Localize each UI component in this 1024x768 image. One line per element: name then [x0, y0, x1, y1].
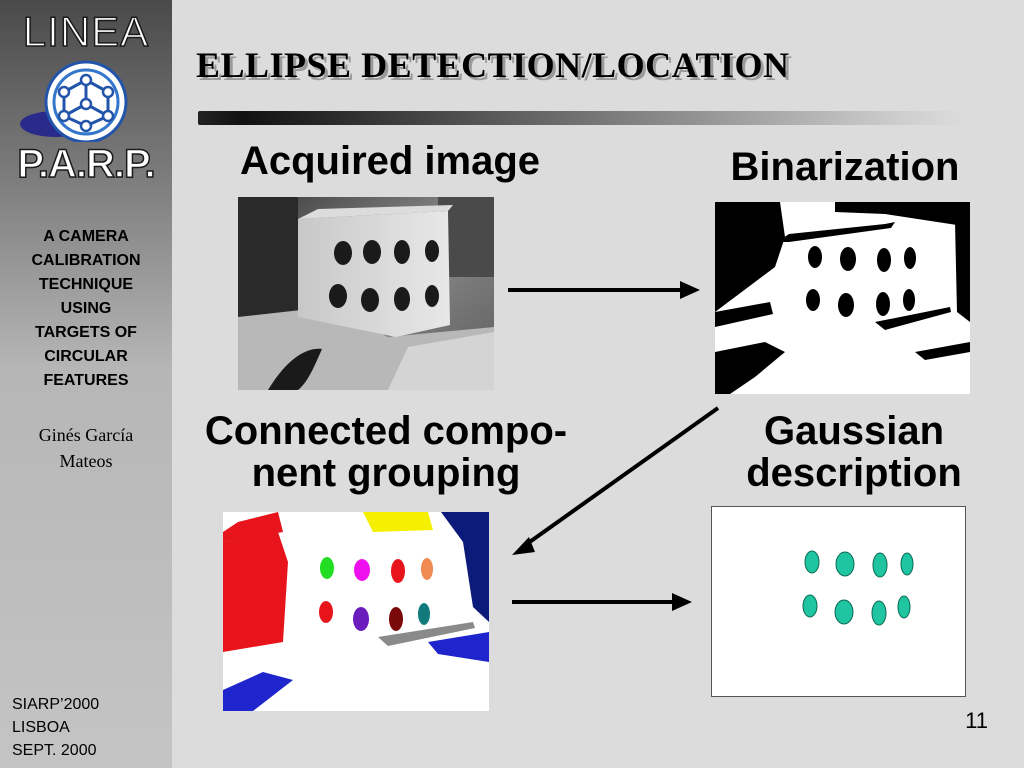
logo-linea-text: LINEA	[22, 7, 150, 56]
molecule-logo-icon	[20, 60, 128, 142]
footer-line-1: SIARP’2000	[12, 696, 100, 713]
conference-footer: SIARP’2000 LISBOA SEPT. 2000	[12, 693, 162, 762]
author-name: Ginés García Mateos	[8, 422, 164, 474]
page-number: 11	[965, 708, 988, 733]
binarization-label: Binarization	[730, 145, 960, 189]
ellipse-6	[834, 599, 854, 625]
arrow-binarization-to-connected	[512, 406, 720, 555]
gaussian-description-image	[711, 506, 966, 697]
gaussian-description-label: Gaussian description	[716, 410, 992, 494]
logo-parp-text: P.A.R.P.	[17, 141, 157, 187]
arrow-acquired-to-binarization	[508, 281, 700, 299]
connected-label-line-1: Connected compo-	[204, 409, 568, 453]
ellipse-8	[897, 595, 911, 619]
presentation-title: A CAMERA CALIBRATION TECHNIQUE USING TAR…	[31, 228, 141, 389]
author-line-1: Ginés García	[38, 425, 134, 445]
sidebar: LINEA P.A.R.P. A CAMERA CALIBRATION TECH…	[0, 0, 172, 768]
acquired-image	[238, 197, 494, 390]
footer-line-3: SEPT. 2000	[12, 742, 97, 759]
ellipse-3	[872, 552, 888, 578]
connected-components-image	[223, 512, 489, 711]
acquired-image-label: Acquired image	[239, 139, 541, 183]
footer-line-2: LISBOA	[12, 719, 70, 736]
binarized-image	[715, 202, 970, 394]
ellipse-2	[835, 551, 855, 577]
gaussian-label-line-2: description	[746, 451, 962, 495]
connected-label-line-2: nent grouping	[251, 451, 521, 495]
ellipse-4	[900, 552, 914, 576]
gaussian-label-line-1: Gaussian	[763, 409, 945, 453]
ellipse-7	[871, 600, 887, 626]
connected-component-label: Connected compo- nent grouping	[172, 410, 600, 494]
title-underline	[198, 111, 966, 125]
slide-title: ELLIPSE DETECTION/LOCATION	[196, 45, 790, 85]
author-line-2: Mateos	[59, 451, 113, 471]
ellipse-1	[804, 550, 820, 574]
ellipse-5	[802, 594, 818, 618]
arrow-connected-to-gaussian	[512, 593, 692, 611]
